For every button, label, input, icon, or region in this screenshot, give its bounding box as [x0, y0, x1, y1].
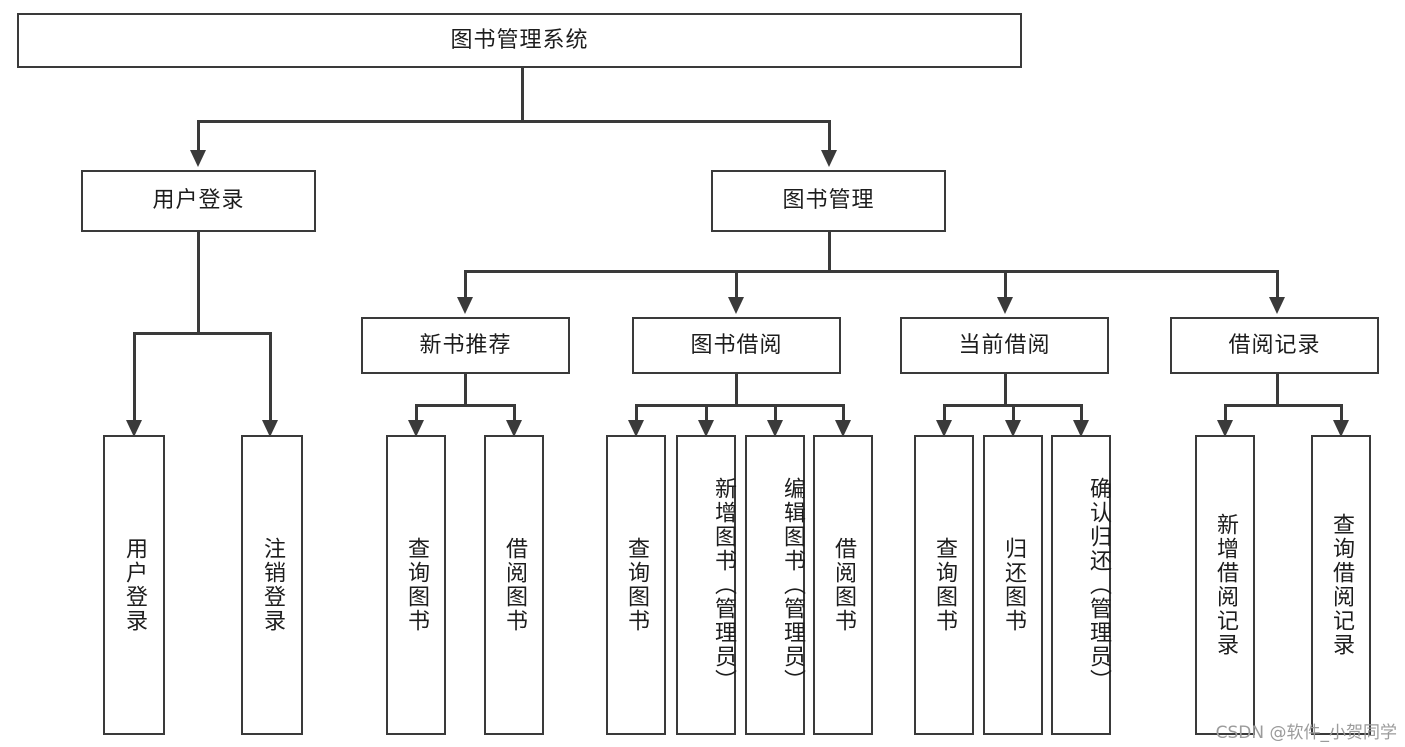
connector-book-manage-child-1: [464, 270, 467, 297]
arrow-current-borrow-child-2: [1005, 420, 1021, 437]
arrow-new-book-child-2: [506, 420, 522, 437]
leaf-user-logout[interactable]: 注销登录: [241, 435, 303, 735]
arrow-user-login-child-2: [262, 420, 278, 437]
leaf-edit-book-admin[interactable]: 编辑图书（管理员）: [745, 435, 805, 735]
leaf-borrow-book-borrow[interactable]: 借阅图书: [813, 435, 873, 735]
connector-new-book-bar: [415, 404, 515, 407]
connector-user-login-bar: [133, 332, 269, 335]
connector-book-borrow-child-4: [842, 404, 845, 420]
connector-current-borrow-stem: [1004, 374, 1007, 406]
arrow-book-borrow-child-3: [767, 420, 783, 437]
leaf-return-book[interactable]: 归还图书: [983, 435, 1043, 735]
leaf-confirm-return-admin[interactable]: 确认归还（管理员）: [1051, 435, 1111, 735]
arrow-root-to-book-manage: [821, 150, 837, 167]
connector-root-to-user-login: [197, 120, 200, 150]
arrow-book-borrow-child-4: [835, 420, 851, 437]
connector-book-borrow-child-1: [635, 404, 638, 420]
connector-book-manage-child-4: [1276, 270, 1279, 297]
arrow-book-manage-child-4: [1269, 297, 1285, 314]
connector-user-login-child-1: [133, 332, 136, 420]
leaf-query-borrow-record[interactable]: 查询借阅记录: [1311, 435, 1371, 735]
arrow-new-book-child-1: [408, 420, 424, 437]
csdn-watermark: CSDN @软件_小贺同学: [1215, 723, 1397, 743]
connector-book-manage-bar: [464, 270, 1278, 273]
connector-book-manage-child-3: [1004, 270, 1007, 297]
arrow-root-to-user-login: [190, 150, 206, 167]
leaf-query-book-current[interactable]: 查询图书: [914, 435, 974, 735]
node-borrow-record[interactable]: 借阅记录: [1170, 317, 1379, 374]
leaf-add-book-admin[interactable]: 新增图书（管理员）: [676, 435, 736, 735]
node-book-management[interactable]: 图书管理: [711, 170, 946, 232]
connector-root-bar: [197, 120, 829, 123]
leaf-user-login[interactable]: 用户登录: [103, 435, 165, 735]
connector-root-stem: [521, 68, 524, 122]
connector-book-borrow-child-3: [774, 404, 777, 420]
leaf-borrow-book-new-rec[interactable]: 借阅图书: [484, 435, 544, 735]
node-current-borrow[interactable]: 当前借阅: [900, 317, 1109, 374]
arrow-book-manage-child-3: [997, 297, 1013, 314]
node-book-borrow[interactable]: 图书借阅: [632, 317, 841, 374]
leaf-query-book-new-rec[interactable]: 查询图书: [386, 435, 446, 735]
connector-book-borrow-child-2: [705, 404, 708, 420]
connector-current-borrow-child-1: [943, 404, 946, 420]
connector-book-borrow-bar: [635, 404, 844, 407]
connector-current-borrow-child-2: [1012, 404, 1015, 420]
node-user-login[interactable]: 用户登录: [81, 170, 316, 232]
arrow-borrow-record-child-1: [1217, 420, 1233, 437]
node-root-book-management-system[interactable]: 图书管理系统: [17, 13, 1022, 68]
connector-new-book-stem: [464, 374, 467, 406]
connector-borrow-record-stem: [1276, 374, 1279, 406]
arrow-book-borrow-child-2: [698, 420, 714, 437]
arrow-current-borrow-child-3: [1073, 420, 1089, 437]
arrow-book-manage-child-1: [457, 297, 473, 314]
connector-borrow-record-child-1: [1224, 404, 1227, 420]
connector-book-borrow-stem: [735, 374, 738, 406]
connector-user-login-stem: [197, 232, 200, 334]
arrow-borrow-record-child-2: [1333, 420, 1349, 437]
leaf-add-borrow-record[interactable]: 新增借阅记录: [1195, 435, 1255, 735]
connector-borrow-record-child-2: [1340, 404, 1343, 420]
arrow-current-borrow-child-1: [936, 420, 952, 437]
connector-new-book-child-1: [415, 404, 418, 420]
connector-root-to-book-manage: [828, 120, 831, 150]
connector-book-manage-stem: [828, 232, 831, 272]
connector-book-manage-child-2: [735, 270, 738, 297]
connector-current-borrow-child-3: [1080, 404, 1083, 420]
arrow-user-login-child-1: [126, 420, 142, 437]
arrow-book-manage-child-2: [728, 297, 744, 314]
node-new-book-recommend[interactable]: 新书推荐: [361, 317, 570, 374]
connector-user-login-child-2: [269, 332, 272, 420]
connector-new-book-child-2: [513, 404, 516, 420]
arrow-book-borrow-child-1: [628, 420, 644, 437]
leaf-query-book-borrow[interactable]: 查询图书: [606, 435, 666, 735]
connector-borrow-record-bar: [1224, 404, 1342, 407]
